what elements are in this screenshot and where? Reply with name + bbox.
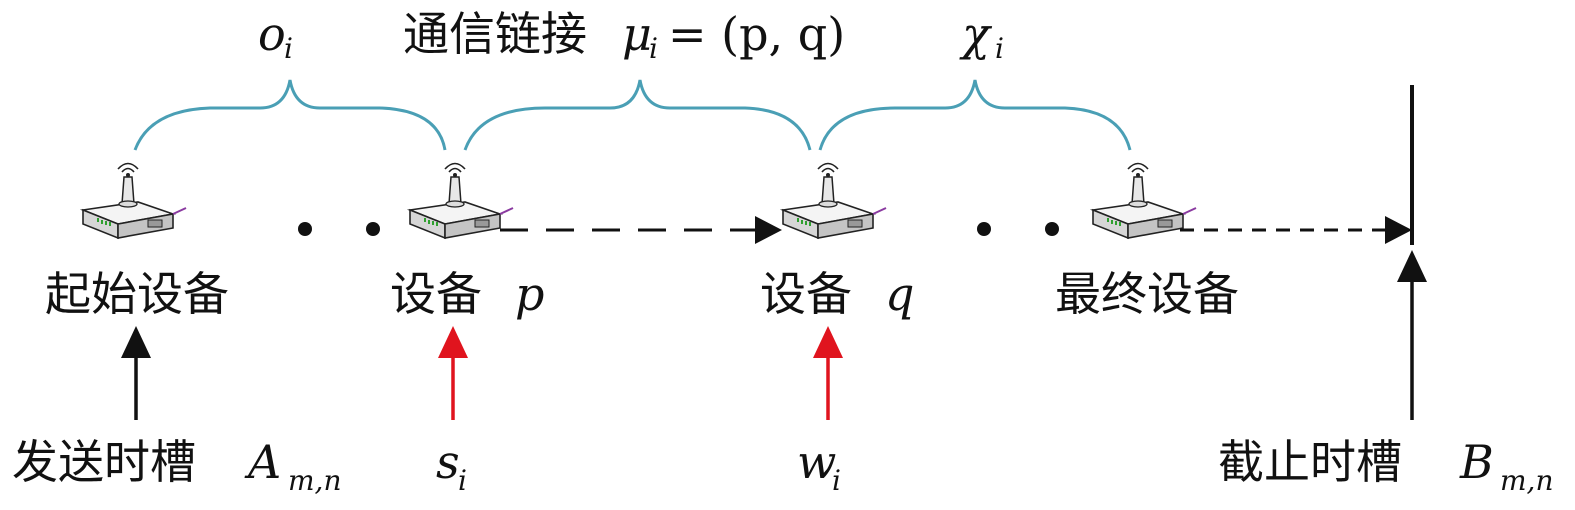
svg-text:m,n: m,n bbox=[288, 464, 341, 497]
svg-text:A: A bbox=[244, 435, 281, 489]
arrowhead bbox=[813, 326, 843, 358]
svg-text:μ: μ bbox=[622, 7, 652, 61]
svg-text:w: w bbox=[797, 435, 836, 489]
label-link: 通信链接 μ i = (p, q) bbox=[403, 7, 845, 65]
svg-text:设备: 设备 bbox=[760, 267, 852, 321]
router-icon bbox=[409, 162, 514, 239]
svg-text:i: i bbox=[995, 32, 1004, 65]
router-icon bbox=[82, 162, 187, 239]
device-q-label: 设备 q bbox=[760, 267, 914, 321]
svg-text:m,n: m,n bbox=[1500, 464, 1553, 497]
svg-text:i: i bbox=[649, 32, 658, 65]
arrowhead bbox=[1397, 250, 1427, 282]
svg-text:= (p, q): = (p, q) bbox=[668, 7, 845, 61]
arrowhead bbox=[438, 326, 468, 358]
send-slot-label: 发送时槽 A m,n bbox=[12, 435, 341, 497]
brace-chi bbox=[818, 79, 1132, 151]
ellipsis-dot bbox=[298, 222, 312, 236]
svg-text:通信链接: 通信链接 bbox=[403, 7, 587, 61]
ellipsis-dot bbox=[366, 222, 380, 236]
device-p-label: 设备 p bbox=[390, 267, 544, 321]
brace-o bbox=[133, 79, 447, 151]
final-device-label: 最终设备 bbox=[1055, 267, 1239, 321]
svg-text:截止时槽: 截止时槽 bbox=[1218, 435, 1402, 489]
arrowhead bbox=[121, 326, 151, 358]
svg-text:i: i bbox=[832, 464, 841, 497]
svg-text:i: i bbox=[284, 32, 293, 65]
start-device-label: 起始设备 bbox=[45, 267, 229, 321]
svg-text:i: i bbox=[458, 464, 467, 497]
arrowhead bbox=[1385, 216, 1412, 244]
svg-text:q: q bbox=[885, 267, 914, 321]
svg-text:p: p bbox=[515, 267, 544, 321]
deadline-slot-label: 截止时槽 B m,n bbox=[1218, 435, 1553, 497]
svg-text:χ: χ bbox=[959, 7, 993, 61]
arrowhead bbox=[755, 216, 782, 244]
svg-text:s: s bbox=[436, 435, 460, 489]
router-icon bbox=[782, 162, 887, 239]
brace-mu bbox=[463, 79, 812, 151]
svg-text:B: B bbox=[1459, 435, 1494, 489]
w-label: w i bbox=[797, 435, 841, 497]
svg-text:发送时槽: 发送时槽 bbox=[12, 435, 196, 489]
router-icon bbox=[1092, 162, 1197, 239]
label-o: o i bbox=[258, 7, 293, 65]
s-label: s i bbox=[436, 435, 467, 497]
ellipsis-dot bbox=[1045, 222, 1059, 236]
ellipsis-dot bbox=[977, 222, 991, 236]
label-chi: χ i bbox=[959, 7, 1004, 65]
svg-text:设备: 设备 bbox=[390, 267, 482, 321]
svg-text:o: o bbox=[258, 7, 286, 61]
